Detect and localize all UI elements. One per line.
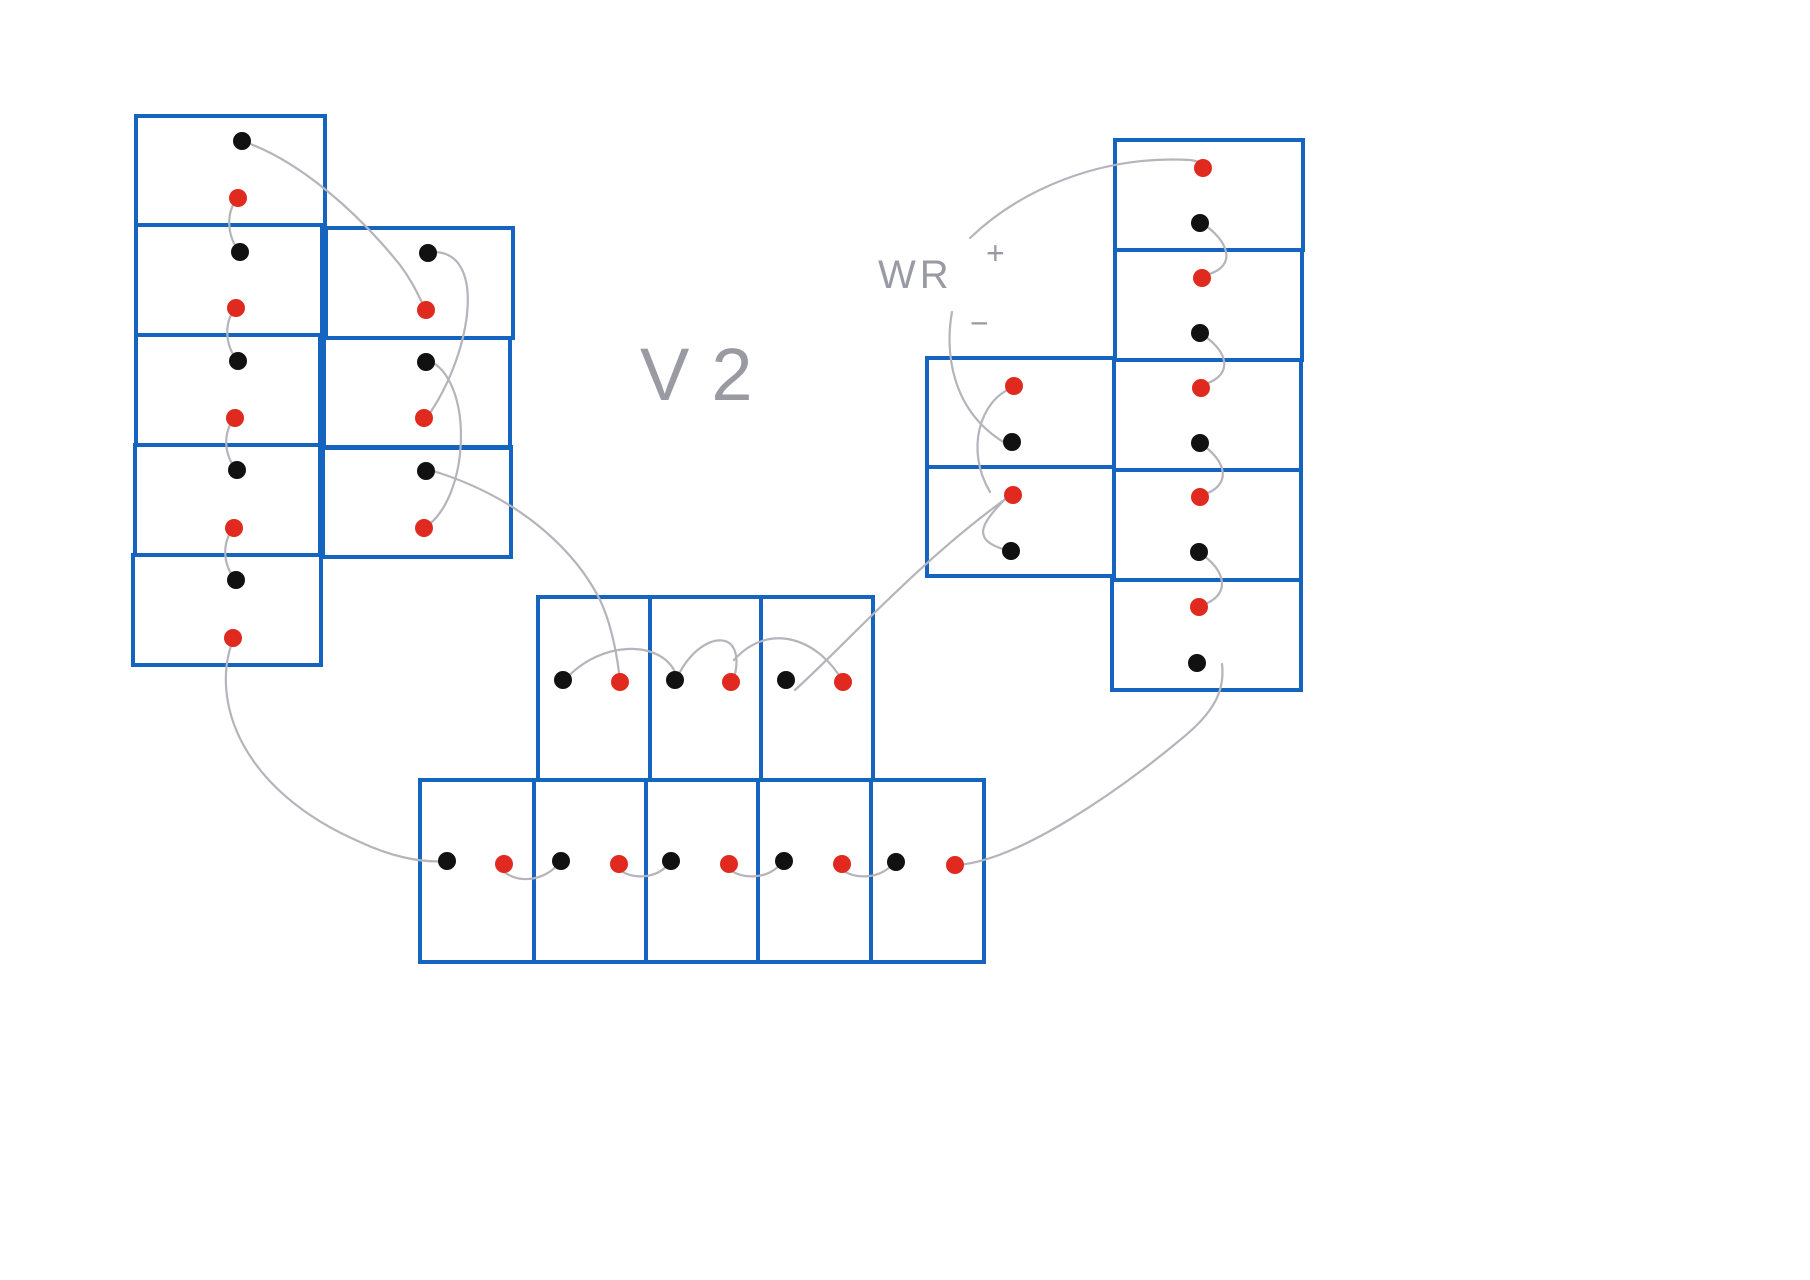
negative-terminal bbox=[666, 671, 684, 689]
positive-terminal bbox=[227, 299, 245, 317]
wire bbox=[428, 468, 622, 684]
negative-terminal bbox=[227, 571, 245, 589]
wire bbox=[240, 139, 428, 312]
battery-cell bbox=[1112, 468, 1303, 582]
negative-terminal bbox=[229, 352, 247, 370]
positive-terminal bbox=[225, 519, 243, 537]
positive-terminal bbox=[415, 519, 433, 537]
battery-cell bbox=[869, 778, 986, 964]
right-column bbox=[1110, 138, 1305, 692]
wire bbox=[982, 494, 1012, 553]
positive-terminal bbox=[1193, 269, 1211, 287]
negative-terminal bbox=[438, 852, 456, 870]
negative-terminal bbox=[1190, 543, 1208, 561]
positive-terminal bbox=[1192, 379, 1210, 397]
negative-terminal bbox=[1188, 654, 1206, 672]
wire bbox=[423, 250, 469, 422]
battery-cell bbox=[756, 778, 873, 964]
wire bbox=[1198, 220, 1228, 278]
diagram-title: V2 bbox=[640, 333, 775, 416]
battery-cell bbox=[536, 595, 652, 782]
battery-cell bbox=[648, 595, 763, 782]
positive-terminal bbox=[1194, 159, 1212, 177]
positive-terminal bbox=[611, 673, 629, 691]
negative-terminal bbox=[887, 853, 905, 871]
positive-terminal bbox=[415, 409, 433, 427]
positive-terminal bbox=[495, 855, 513, 873]
negative-terminal bbox=[552, 852, 570, 870]
wire bbox=[732, 637, 845, 684]
negative-terminal bbox=[554, 671, 572, 689]
wire bbox=[563, 647, 677, 682]
positive-terminal bbox=[417, 301, 435, 319]
negative-terminal bbox=[233, 132, 251, 150]
negative-terminal bbox=[777, 671, 795, 689]
wire bbox=[948, 310, 1007, 445]
positive-terminal bbox=[224, 629, 242, 647]
wire bbox=[224, 638, 447, 863]
inverter-minus-label: − bbox=[970, 305, 989, 341]
battery-cell bbox=[131, 553, 323, 667]
battery-cell bbox=[925, 465, 1116, 578]
positive-terminal bbox=[229, 189, 247, 207]
battery-cell bbox=[1110, 578, 1303, 692]
positive-terminal bbox=[1191, 488, 1209, 506]
battery-cell bbox=[1113, 138, 1305, 252]
positive-terminal bbox=[610, 855, 628, 873]
negative-terminal bbox=[1002, 542, 1020, 560]
wire bbox=[956, 662, 1224, 867]
positive-terminal bbox=[1190, 598, 1208, 616]
battery-cell bbox=[321, 445, 513, 559]
battery-cell bbox=[1113, 248, 1304, 362]
negative-terminal bbox=[1191, 434, 1209, 452]
negative-terminal bbox=[228, 461, 246, 479]
negative-terminal bbox=[417, 462, 435, 480]
bottom-lower-row bbox=[418, 778, 986, 964]
battery-cell bbox=[925, 356, 1116, 469]
wire bbox=[976, 386, 1014, 494]
positive-terminal bbox=[946, 856, 964, 874]
battery-cell bbox=[324, 226, 515, 340]
battery-cell bbox=[759, 595, 875, 782]
labels: V2 WR + − bbox=[640, 235, 1005, 416]
positive-terminal bbox=[226, 409, 244, 427]
cells bbox=[131, 114, 1305, 964]
battery-cell bbox=[322, 336, 512, 450]
positive-terminal bbox=[722, 673, 740, 691]
positive-terminal bbox=[720, 855, 738, 873]
inverter-plus-label: + bbox=[986, 235, 1005, 271]
negative-terminal bbox=[662, 852, 680, 870]
negative-terminal bbox=[231, 243, 249, 261]
wire bbox=[968, 158, 1207, 240]
positive-terminal bbox=[834, 673, 852, 691]
positive-terminal bbox=[833, 855, 851, 873]
bottom-upper-row bbox=[536, 595, 875, 782]
positive-terminal bbox=[1005, 377, 1023, 395]
wire bbox=[422, 358, 462, 530]
wires bbox=[224, 139, 1228, 881]
battery-cell bbox=[418, 778, 536, 964]
terminals bbox=[224, 132, 1212, 874]
negative-terminal bbox=[775, 852, 793, 870]
negative-terminal bbox=[1003, 433, 1021, 451]
positive-terminal bbox=[1004, 486, 1022, 504]
wire bbox=[676, 639, 738, 684]
left-inner-column bbox=[321, 226, 515, 559]
wire bbox=[793, 493, 1013, 692]
negative-terminal bbox=[417, 353, 435, 371]
negative-terminal bbox=[419, 244, 437, 262]
battery-cell bbox=[1112, 358, 1303, 472]
negative-terminal bbox=[1191, 324, 1209, 342]
inverter-label: WR bbox=[878, 253, 953, 297]
negative-terminal bbox=[1191, 214, 1209, 232]
